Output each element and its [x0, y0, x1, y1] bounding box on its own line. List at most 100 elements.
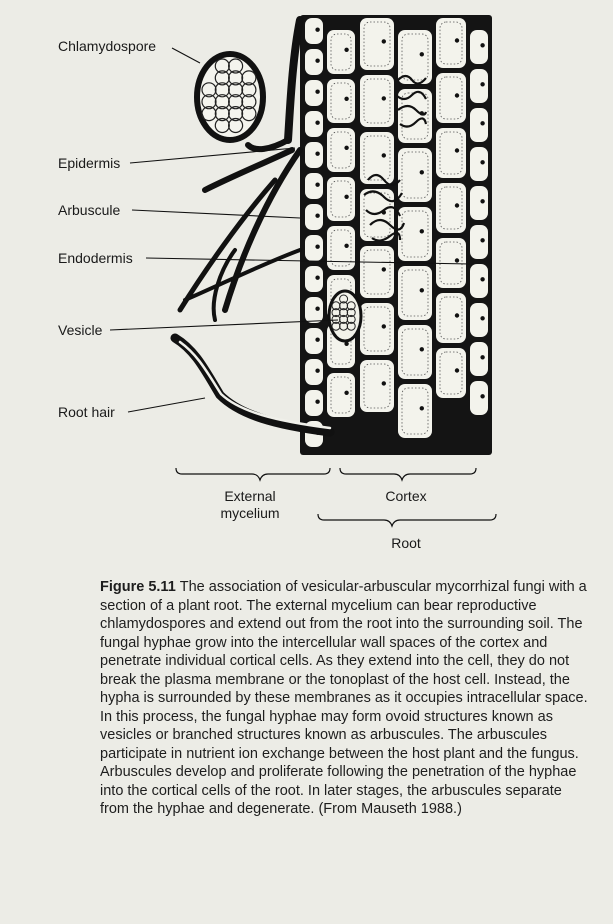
cortical-cell: [305, 328, 323, 354]
label-epidermis: Epidermis: [58, 155, 120, 171]
cell-nucleus: [315, 59, 319, 63]
cell-nucleus: [480, 160, 484, 164]
cortical-cell: [360, 246, 394, 298]
cell-nucleus: [382, 96, 386, 100]
cell-nucleus: [420, 288, 424, 292]
cortical-cell: [305, 266, 323, 292]
cell-nucleus: [420, 406, 424, 410]
cell-nucleus: [344, 146, 348, 150]
cortical-cell: [470, 30, 488, 64]
vesicle: [329, 291, 361, 341]
cell-nucleus: [455, 203, 459, 207]
cell-nucleus: [315, 183, 319, 187]
cell-nucleus: [382, 324, 386, 328]
cell-nucleus: [315, 121, 319, 125]
cell-nucleus: [315, 338, 319, 342]
cell-nucleus: [315, 214, 319, 218]
cell-nucleus: [455, 148, 459, 152]
cell-nucleus: [344, 48, 348, 52]
caption-text: The association of vesicular-arbuscular …: [100, 579, 588, 817]
cell-nucleus: [315, 276, 319, 280]
cell-nucleus: [382, 39, 386, 43]
cortical-cell: [305, 111, 323, 137]
cell-nucleus: [344, 97, 348, 101]
cortical-cell: [360, 132, 394, 184]
cell-nucleus: [455, 93, 459, 97]
cell-nucleus: [420, 52, 424, 56]
cell-nucleus: [344, 195, 348, 199]
cell-nucleus: [344, 244, 348, 248]
cortical-cell: [305, 359, 323, 385]
cortical-cell: [470, 108, 488, 142]
mycorrhiza-diagram: Chlamydospore Epidermis Arbuscule Endode…: [0, 0, 613, 570]
cell-nucleus: [455, 368, 459, 372]
cortical-cell: [305, 49, 323, 75]
cell-nucleus: [480, 43, 484, 47]
label-endodermis: Endodermis: [58, 250, 133, 266]
cortical-cell: [305, 235, 323, 261]
cortical-cell: [360, 189, 394, 241]
cell-nucleus: [315, 245, 319, 249]
cortical-cell: [305, 204, 323, 230]
cortical-cell: [360, 18, 394, 70]
cortical-cell: [398, 148, 432, 202]
cell-nucleus: [480, 355, 484, 359]
bracket-label-external: External: [190, 488, 310, 505]
cell-nucleus: [382, 267, 386, 271]
cortical-cell: [398, 266, 432, 320]
cell-nucleus: [480, 82, 484, 86]
bracket-label-root: Root: [356, 535, 456, 552]
cortical-cell: [305, 173, 323, 199]
cortical-cell: [398, 325, 432, 379]
cell-nucleus: [420, 229, 424, 233]
cell-nucleus: [455, 313, 459, 317]
cortical-cell: [398, 384, 432, 438]
label-chlamydospore: Chlamydospore: [58, 38, 156, 54]
cell-nucleus: [480, 199, 484, 203]
cortical-cell: [470, 342, 488, 376]
cell-nucleus: [315, 28, 319, 32]
cell-nucleus: [480, 121, 484, 125]
cell-nucleus: [344, 391, 348, 395]
cell-nucleus: [480, 277, 484, 281]
cortical-cell: [305, 18, 323, 44]
cell-nucleus: [315, 90, 319, 94]
cell-nucleus: [420, 170, 424, 174]
cortical-cell: [470, 264, 488, 298]
chlamydospore: [197, 54, 263, 140]
label-vesicle: Vesicle: [58, 322, 102, 338]
cell-nucleus: [382, 381, 386, 385]
cell-nucleus: [315, 400, 319, 404]
bracket-label-mycelium: mycelium: [190, 505, 310, 522]
cell-nucleus: [455, 258, 459, 262]
cortical-cell: [398, 207, 432, 261]
diagram-drawing: [0, 0, 613, 570]
cell-nucleus: [455, 38, 459, 42]
cell-nucleus: [480, 316, 484, 320]
cortical-cell: [470, 186, 488, 220]
figure-number: Figure 5.11: [100, 579, 176, 595]
cell-nucleus: [382, 153, 386, 157]
cell-nucleus: [315, 152, 319, 156]
cortical-cell: [470, 303, 488, 337]
cell-nucleus: [315, 369, 319, 373]
cell-nucleus: [420, 347, 424, 351]
cortical-cell: [360, 360, 394, 412]
cortical-cell: [305, 390, 323, 416]
cortical-cell: [470, 381, 488, 415]
cortical-cell: [470, 69, 488, 103]
root-section: [300, 15, 492, 455]
cortical-cell: [305, 142, 323, 168]
label-arbuscule: Arbuscule: [58, 202, 120, 218]
cortical-cell: [360, 75, 394, 127]
cortical-cell: [360, 303, 394, 355]
label-root-hair: Root hair: [58, 404, 115, 420]
cortical-cell: [470, 147, 488, 181]
cortical-cell: [398, 89, 432, 143]
bracket-label-cortex: Cortex: [356, 488, 456, 505]
cell-nucleus: [480, 394, 484, 398]
cortical-cell: [470, 225, 488, 259]
cell-nucleus: [315, 307, 319, 311]
bracket-label-external-mycelium: External mycelium: [190, 488, 310, 522]
